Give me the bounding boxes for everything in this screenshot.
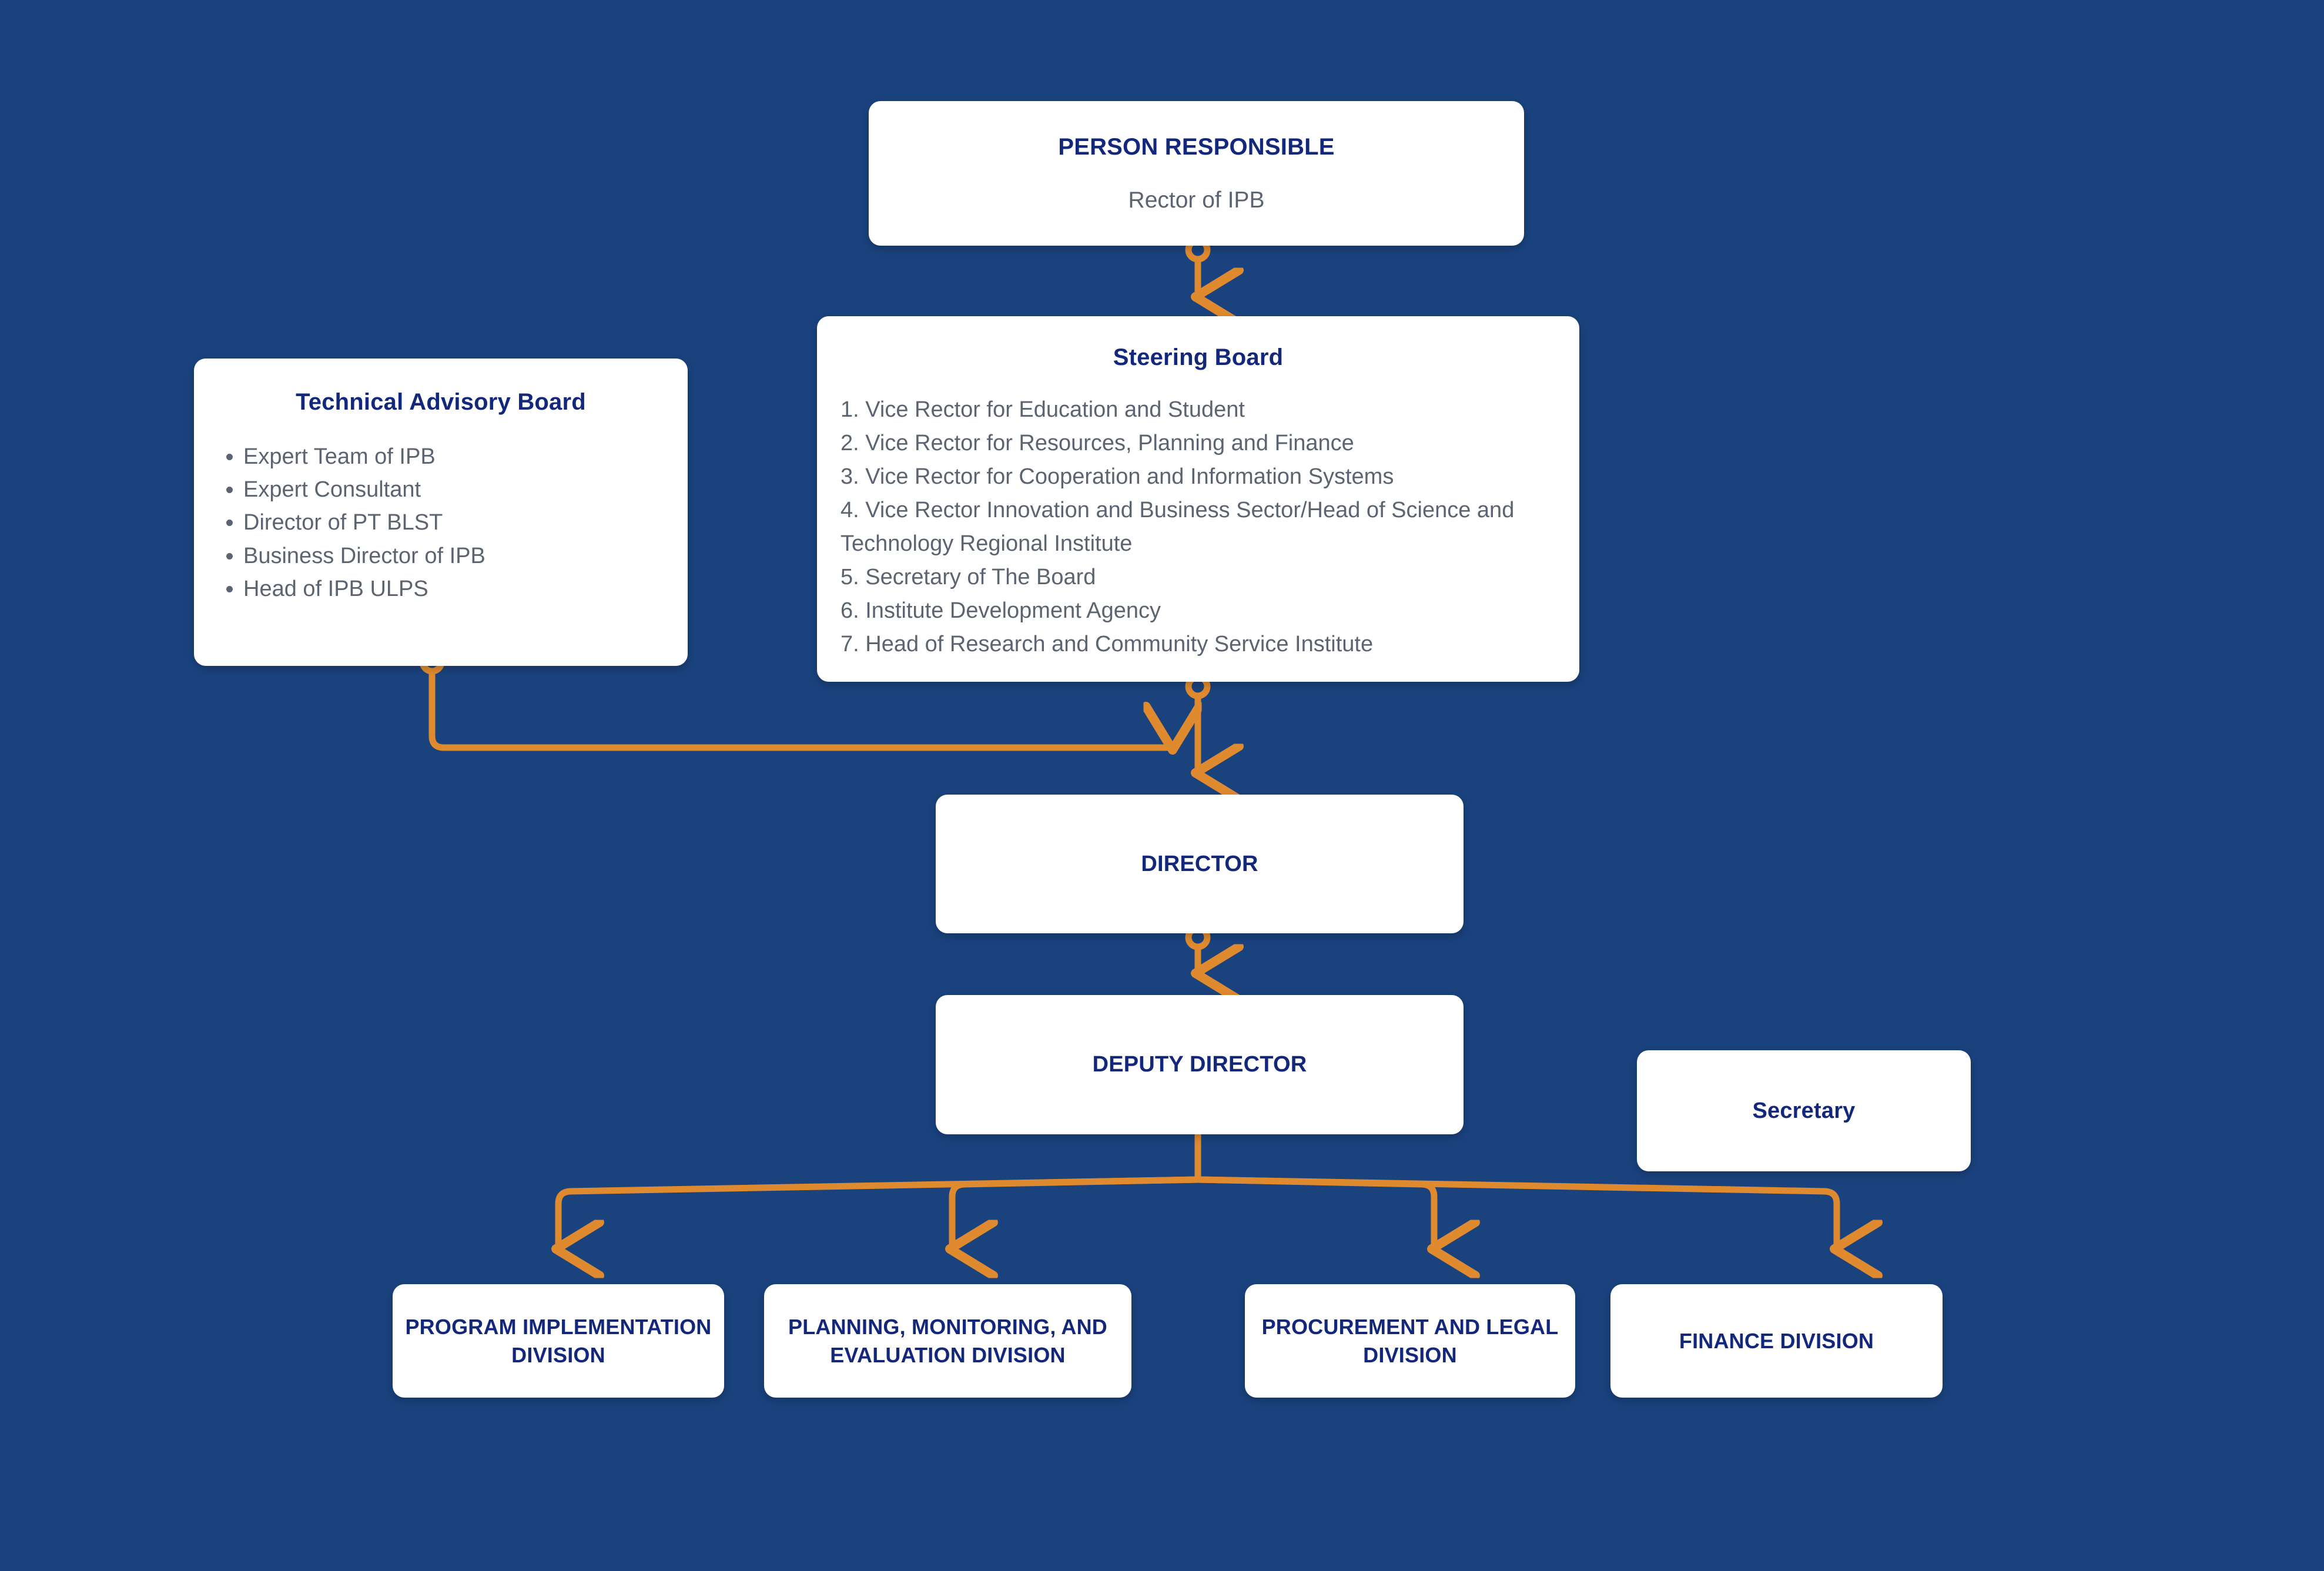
person-responsible-title: PERSON RESPONSIBLE: [1058, 133, 1335, 160]
node-steering-board[interactable]: Steering Board 1. Vice Rector for Educat…: [817, 316, 1579, 682]
node-division-procurement-and-legal[interactable]: PROCUREMENT AND LEGAL DIVISION: [1245, 1284, 1575, 1398]
division-title: PROCUREMENT AND LEGAL DIVISION: [1261, 1314, 1559, 1367]
steering-board-member-list: 1. Vice Rector for Education and Student…: [840, 397, 1515, 656]
node-technical-advisory-board[interactable]: Technical Advisory Board Expert Team of …: [194, 359, 688, 666]
node-division-finance[interactable]: FINANCE DIVISION: [1610, 1284, 1943, 1398]
technical-advisory-board-title: Technical Advisory Board: [296, 389, 586, 415]
director-title: DIRECTOR: [1141, 851, 1258, 876]
list-item: Director of PT BLST: [243, 506, 485, 539]
connector-steering-board-to-director: [1185, 674, 1207, 773]
deputy-director-title: DEPUTY DIRECTOR: [1092, 1052, 1307, 1077]
list-item: Business Director of IPB: [243, 540, 485, 572]
person-responsible-subtitle: Rector of IPB: [1128, 187, 1265, 213]
steering-board-title: Steering Board: [1113, 344, 1284, 370]
division-title: PROGRAM IMPLEMENTATION DIVISION: [405, 1314, 712, 1367]
list-item: Head of IPB ULPS: [243, 572, 485, 605]
node-division-program-implementation[interactable]: PROGRAM IMPLEMENTATION DIVISION: [393, 1284, 724, 1398]
division-title: PLANNING, MONITORING, AND EVALUATION DIV…: [788, 1314, 1107, 1367]
node-person-responsible[interactable]: PERSON RESPONSIBLE Rector of IPB: [869, 101, 1524, 246]
node-division-planning-monitoring-evaluation[interactable]: PLANNING, MONITORING, AND EVALUATION DIV…: [764, 1284, 1131, 1398]
node-director[interactable]: DIRECTOR: [936, 795, 1464, 933]
node-secretary[interactable]: Secretary: [1637, 1050, 1971, 1171]
division-title: FINANCE DIVISION: [1679, 1328, 1874, 1353]
list-item: Expert Consultant: [243, 473, 485, 506]
secretary-title: Secretary: [1752, 1098, 1856, 1123]
list-item: Expert Team of IPB: [243, 440, 485, 473]
technical-advisory-board-member-list: Expert Team of IPB Expert Consultant Dir…: [194, 440, 485, 605]
connector-director-to-deputy-director: [1185, 924, 1207, 973]
node-deputy-director[interactable]: DEPUTY DIRECTOR: [936, 995, 1464, 1134]
connector-person-responsible-to-steering-board: [1185, 237, 1207, 297]
